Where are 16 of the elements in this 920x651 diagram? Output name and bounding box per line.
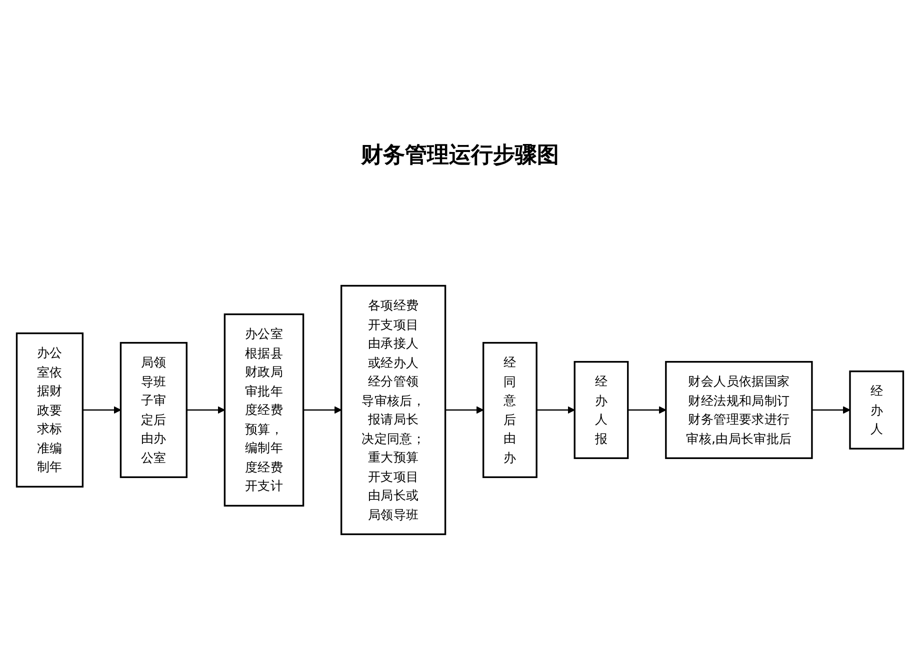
diagram-title: 财务管理运行步骤图 bbox=[361, 143, 559, 168]
arrow bbox=[82, 406, 122, 414]
process-box: 经办人 bbox=[849, 370, 904, 450]
arrow bbox=[303, 406, 342, 414]
arrow bbox=[186, 406, 226, 414]
process-box: 经办人报 bbox=[574, 360, 629, 460]
process-box: 局领导班子审定后由办公室 bbox=[120, 342, 188, 478]
arrow bbox=[628, 406, 666, 414]
process-box: 经同意后由办 bbox=[482, 342, 538, 478]
arrow bbox=[445, 406, 484, 414]
process-box: 财会人员依据国家财经法规和局制订财务管理要求进行审核,由局长审批后 bbox=[665, 360, 813, 460]
arrow bbox=[536, 406, 575, 414]
process-box: 办公室依据财政要求标准编制年 bbox=[16, 332, 84, 488]
process-box: 各项经费开支项目由承接人或经办人经分管领导审核后，报请局长决定同意；重大预算开支项目由局长或局领导班 bbox=[340, 284, 446, 536]
arrow bbox=[812, 406, 850, 414]
process-box: 办公室根据县财政局审批年度经费预算，编制年度经费开支计 bbox=[224, 313, 304, 507]
